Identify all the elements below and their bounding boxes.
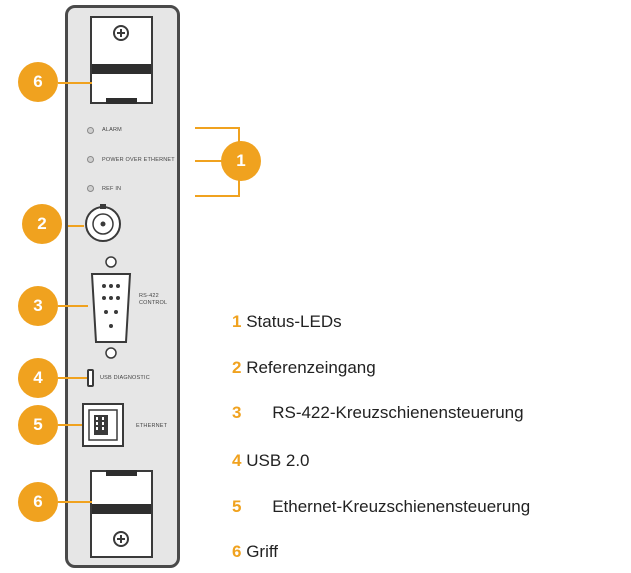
callout-line [58, 501, 92, 503]
rs422-label: RS-422 CONTROL [139, 293, 168, 306]
callout-line [195, 195, 240, 197]
callout-badge-1: 1 [221, 141, 261, 181]
power-led [87, 156, 94, 163]
callout-line [195, 160, 223, 162]
legend-text: Griff [246, 542, 279, 561]
ref-led [87, 185, 94, 192]
callout-badge-6: 6 [18, 62, 58, 102]
callout-line [68, 225, 84, 227]
screw-icon [113, 25, 129, 41]
callout-badge-5: 5 [18, 405, 58, 445]
callout-badge-6b: 6 [18, 482, 58, 522]
legend-number: 2 [232, 358, 242, 377]
legend-text: USB 2.0 [246, 451, 310, 470]
legend-number: 1 [232, 312, 242, 331]
handle-band [92, 504, 151, 514]
callout-line [195, 127, 240, 129]
legend-item: 3 RS-422-Kreuzschienensteuerung [232, 403, 524, 423]
rs422-connector-icon [90, 256, 132, 359]
handle-band [106, 98, 137, 104]
alarm-led [87, 127, 94, 134]
legend-text: RS-422-Kreuzschienensteuerung [272, 403, 524, 422]
ref-label: REF IN [102, 186, 122, 192]
ethernet-port-icon [82, 403, 124, 447]
usb-port-icon [87, 369, 94, 387]
legend-item: 6 Griff [232, 542, 278, 562]
callout-badge-2: 2 [22, 204, 62, 244]
legend-text: Status-LEDs [246, 312, 342, 331]
handle-band [106, 470, 137, 476]
legend-item: 1 Status-LEDs [232, 312, 342, 332]
callout-badge-3: 3 [18, 286, 58, 326]
legend-item: 4 USB 2.0 [232, 451, 310, 471]
bnc-connector-icon [85, 204, 121, 242]
legend-text: Referenzeingang [246, 358, 376, 377]
screw-icon [113, 531, 129, 547]
legend-number: 3 [232, 403, 242, 422]
callout-line [58, 82, 92, 84]
legend-number: 6 [232, 542, 242, 561]
callout-badge-4: 4 [18, 358, 58, 398]
callout-line [58, 377, 87, 379]
callout-line [58, 424, 82, 426]
ethernet-label: ETHERNET [136, 423, 168, 429]
legend-text: Ethernet-Kreuzschienensteuerung [272, 497, 531, 516]
legend-item: 2 Referenzeingang [232, 358, 376, 378]
usb-label: USB DIAGNOSTIC [100, 375, 150, 381]
legend-number: 5 [232, 497, 242, 516]
legend-number: 4 [232, 451, 242, 470]
power-label: POWER OVER ETHERNET [102, 157, 175, 163]
legend-item: 5 Ethernet-Kreuzschienensteuerung [232, 497, 530, 517]
callout-line [58, 305, 88, 307]
handle-band [92, 64, 151, 74]
alarm-label: ALARM [102, 127, 122, 133]
